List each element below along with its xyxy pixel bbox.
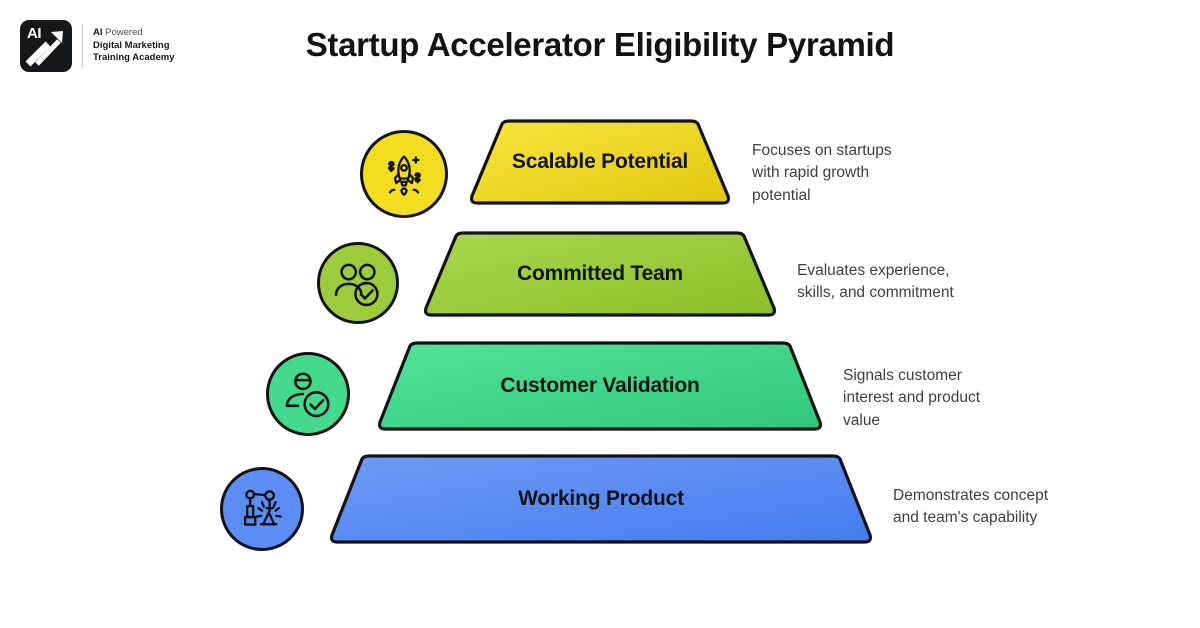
pyramid-tier-2[interactable]: Committed Team Evaluates experience, ski…	[0, 230, 1200, 332]
tier-4-trapezoid	[329, 454, 873, 544]
tier-2-trapezoid	[423, 231, 777, 317]
tier-2-label: Committed Team	[517, 262, 683, 285]
robotic-arm-icon	[243, 489, 282, 526]
tier-4-shape: Working Product	[326, 453, 876, 545]
logo-line-2: Digital Marketing	[93, 39, 170, 51]
tier-2-description: Evaluates experience, skills, and commit…	[797, 262, 954, 302]
tier-1-icon-badge	[360, 130, 448, 218]
tier-1-trapezoid	[469, 119, 731, 205]
pyramid-tier-1[interactable]: Scalable Potential Focuses on startups w…	[0, 118, 1200, 220]
tier-1-shape: Scalable Potential	[466, 118, 734, 206]
logo-mark: AI	[20, 20, 72, 72]
page-title: Startup Accelerator Eligibility Pyramid	[305, 26, 895, 63]
team-check-icon	[334, 263, 379, 307]
logo-text-block: AI Powered Digital Marketing Training Ac…	[93, 27, 174, 64]
tier-3-description: Signals customer interest and product va…	[843, 367, 981, 429]
tier-3-icon-badge	[266, 352, 350, 436]
logo-ai-text: AI	[27, 25, 42, 42]
tier-2-shape: Committed Team	[420, 230, 780, 318]
tier-2-icon-badge	[317, 242, 399, 324]
logo-divider	[82, 24, 83, 68]
upward-arrow-icon	[25, 31, 63, 67]
pyramid-tier-3[interactable]: Customer Validation Signals customer int…	[0, 340, 1200, 445]
customer-check-icon	[285, 372, 330, 418]
tier-3-label: Customer Validation	[500, 374, 700, 397]
tier-4-description: Demonstrates concept and team's capabili…	[893, 487, 1049, 527]
tier-3-shape: Customer Validation	[374, 340, 826, 432]
logo-line-1: AI Powered	[93, 27, 143, 39]
tier-4-icon-badge	[220, 467, 304, 551]
rocket-money-icon	[387, 155, 421, 196]
logo-line-3: Training Academy	[93, 52, 175, 64]
brand-logo: AI AI Powered Digital Marketing Training…	[20, 20, 174, 72]
pyramid-tier-4[interactable]: Working Product Demonstrates concept and…	[0, 453, 1200, 561]
header: AI AI Powered Digital Marketing Training…	[0, 0, 1200, 96]
tier-1-description: Focuses on startups with rapid growth po…	[752, 142, 892, 204]
tier-1-label: Scalable Potential	[511, 150, 689, 173]
tier-4-label: Working Product	[518, 487, 684, 510]
pyramid-chart: Scalable Potential Focuses on startups w…	[0, 118, 1200, 588]
tier-3-trapezoid	[377, 341, 823, 431]
